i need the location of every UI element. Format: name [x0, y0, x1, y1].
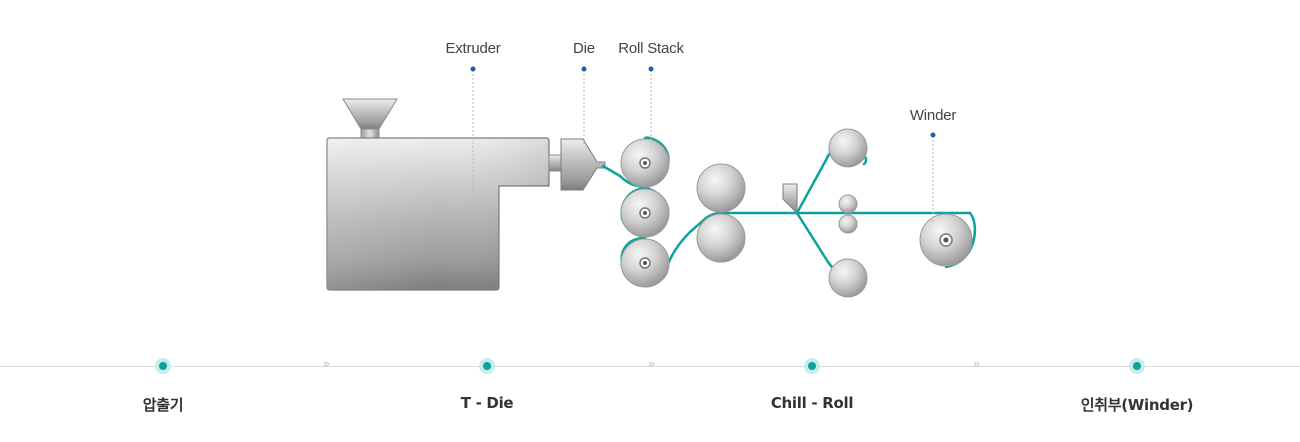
step-dot-extruder: [155, 358, 171, 374]
callout-leaders: [470, 66, 936, 222]
die-label: Die: [573, 40, 595, 57]
barrel-connector: [548, 154, 562, 172]
roll-stack: [620, 138, 670, 288]
winder-callout-dot: [930, 132, 936, 138]
extruder-callout-dot: [470, 66, 476, 72]
chevron-right-icon: »: [647, 357, 656, 372]
timeline-line: [0, 366, 1300, 367]
extruder-machine: [326, 98, 562, 291]
extruder-label: Extruder: [445, 40, 501, 57]
winder-roll: [919, 213, 973, 267]
step-label-chill-roll: Chill - Roll: [770, 394, 854, 412]
step-dot-t-die: [479, 358, 495, 374]
die-callout-dot: [581, 66, 587, 72]
guide-rolls: [828, 128, 868, 298]
chevron-right-icon: »: [322, 357, 331, 372]
step-label-winder: 인취부(Winder): [1080, 396, 1194, 414]
chill-rolls: [696, 163, 746, 263]
t-die-shape: [560, 138, 606, 191]
roll-stack-callout-dot: [648, 66, 654, 72]
hopper-neck: [360, 128, 380, 139]
slitter-blade: [782, 183, 798, 215]
step-label-extruder: 압출기: [142, 396, 184, 414]
hopper-shape: [342, 98, 398, 130]
chevron-right-icon: »: [972, 357, 981, 372]
roll-stack-label: Roll Stack: [618, 40, 684, 57]
step-dot-winder: [1129, 358, 1145, 374]
winder-label: Winder: [909, 107, 957, 124]
step-dot-chill-roll: [804, 358, 820, 374]
step-label-t-die: T - Die: [460, 394, 514, 412]
